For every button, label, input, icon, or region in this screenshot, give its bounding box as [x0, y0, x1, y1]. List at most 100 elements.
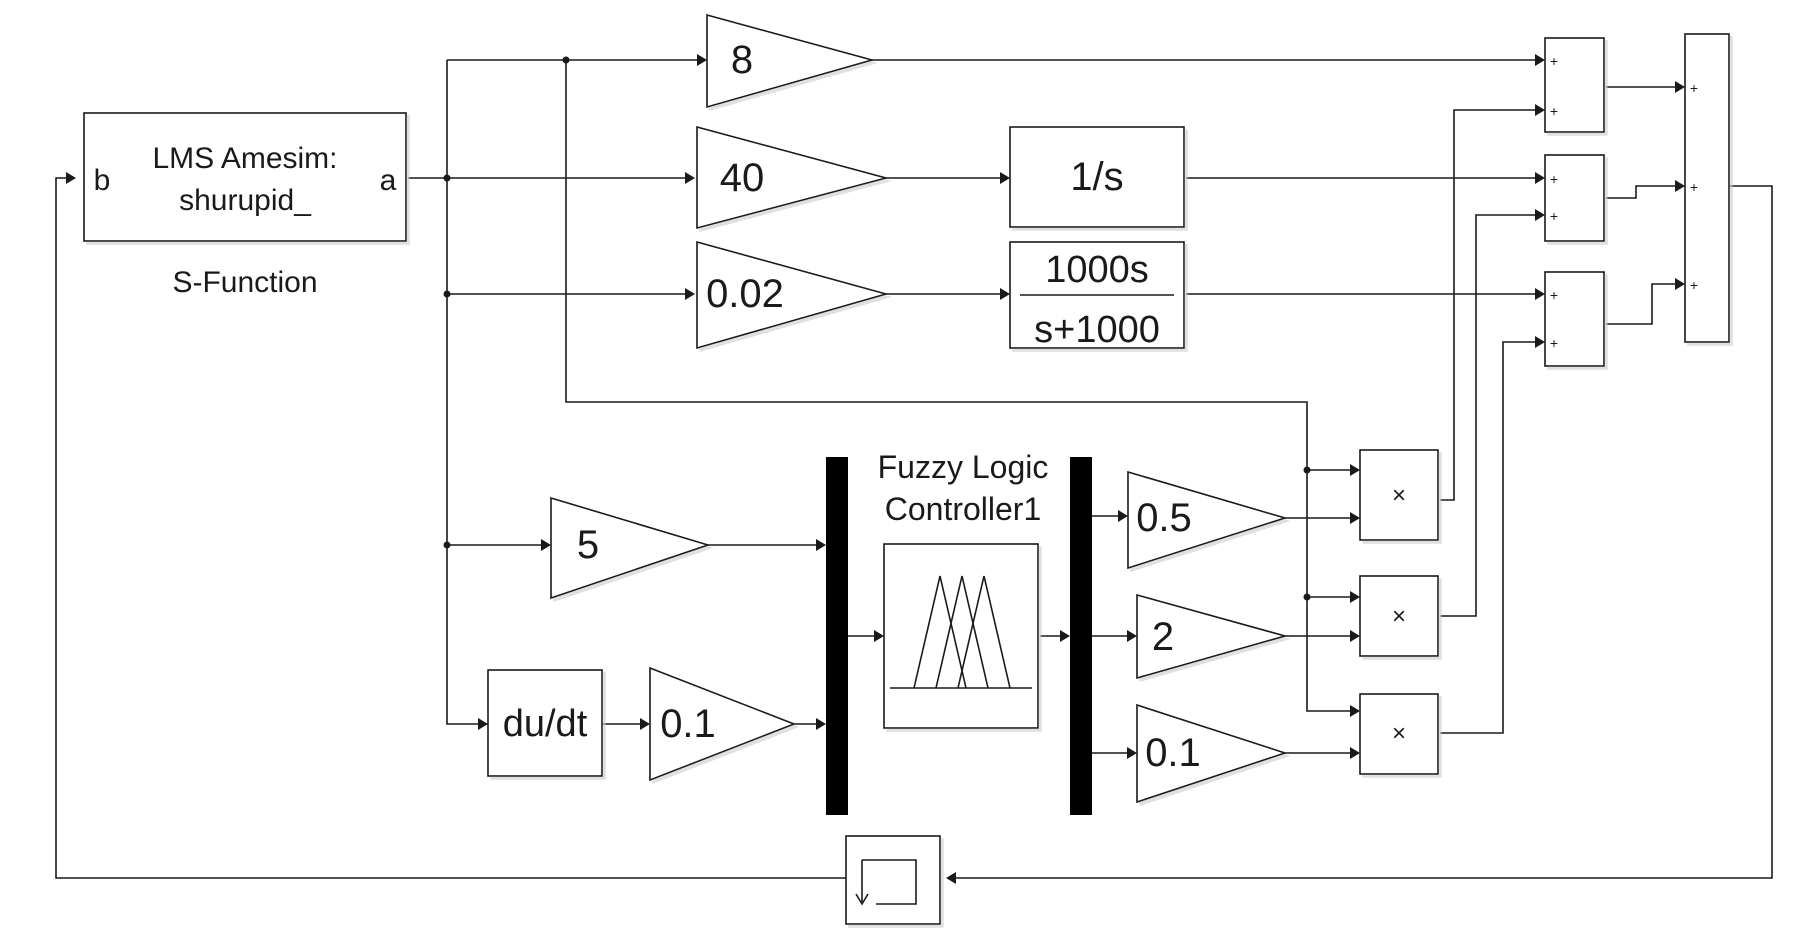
- arrowhead: [1350, 747, 1360, 759]
- sum-body[interactable]: [1684, 33, 1730, 343]
- sum-block-final[interactable]: + + +: [1684, 33, 1730, 343]
- transfer-function-block[interactable]: 1000s s+1000: [1009, 241, 1185, 351]
- derivative-body[interactable]: [487, 669, 603, 777]
- product-block-1[interactable]: ×: [1359, 449, 1439, 541]
- sum-block-2[interactable]: + +: [1544, 154, 1605, 242]
- arrowheads: [66, 54, 1685, 884]
- wire-branch-to-products: [565, 60, 1358, 712]
- gain-value: 0.02: [706, 272, 784, 316]
- derivative-block[interactable]: du/dt: [487, 669, 603, 777]
- arrowhead: [1535, 54, 1545, 66]
- product-block-2[interactable]: ×: [1359, 575, 1439, 657]
- gain-value: 0.1: [1145, 731, 1201, 775]
- product-symbol: ×: [1392, 720, 1406, 747]
- arrowhead: [816, 718, 826, 730]
- gain-triangle[interactable]: [696, 240, 889, 350]
- arrowhead: [1535, 288, 1545, 300]
- arrowhead: [1675, 180, 1685, 192]
- memory-icon: [855, 859, 917, 906]
- memory-body[interactable]: [845, 835, 941, 925]
- arrowhead: [66, 172, 76, 184]
- gain-block-002[interactable]: 0.02: [696, 240, 889, 350]
- s-function-port-out: a: [380, 164, 397, 197]
- s-function-body[interactable]: [83, 112, 407, 242]
- product-block-3[interactable]: ×: [1359, 693, 1439, 775]
- signal-lines: [55, 59, 1773, 879]
- junction-dot: [562, 56, 570, 64]
- gain-triangle[interactable]: [550, 496, 711, 600]
- gain-value: 2: [1152, 615, 1174, 659]
- gain-block-05[interactable]: 0.5: [1127, 470, 1288, 570]
- gain-value: 5: [577, 523, 599, 567]
- arrowhead: [1060, 630, 1070, 642]
- gain-triangle[interactable]: [1127, 470, 1288, 570]
- arrowhead: [1535, 209, 1545, 221]
- product-body[interactable]: [1359, 575, 1439, 657]
- wire-trunk-vertical: [446, 60, 488, 725]
- fuzzy-title-line1: Fuzzy Logic: [878, 449, 1049, 485]
- sum-body[interactable]: [1544, 271, 1605, 367]
- gain-triangle[interactable]: [649, 666, 797, 782]
- integrator-block[interactable]: 1/s: [1009, 126, 1185, 228]
- product-symbol: ×: [1392, 603, 1406, 630]
- mux-bar[interactable]: [826, 457, 848, 815]
- junction-dot: [443, 174, 451, 182]
- gain-triangle[interactable]: [1136, 593, 1288, 680]
- product-symbol: ×: [1392, 482, 1406, 509]
- fuzzy-body[interactable]: [883, 543, 1039, 729]
- arrowhead: [1675, 278, 1685, 290]
- junction-dot: [1303, 593, 1311, 601]
- sum-block-1[interactable]: + +: [1544, 37, 1605, 133]
- arrowhead: [1000, 288, 1010, 300]
- gain-block-01-input[interactable]: 0.1: [649, 666, 797, 782]
- transfer-function-numerator: 1000s: [1045, 249, 1149, 291]
- arrowhead: [685, 172, 695, 184]
- demux-bar[interactable]: [1070, 457, 1092, 815]
- s-function-name: shurupid_: [179, 184, 312, 217]
- arrowhead: [1118, 510, 1128, 522]
- fuzzy-logic-controller-block[interactable]: Fuzzy Logic Controller1: [878, 449, 1049, 729]
- gain-block-5[interactable]: 5: [550, 496, 711, 600]
- arrowhead: [874, 630, 884, 642]
- membership-functions-icon: [890, 575, 1032, 689]
- s-function-caption: S-Function: [172, 266, 317, 299]
- gain-triangle[interactable]: [696, 125, 890, 230]
- sum-sign: +: [1550, 171, 1558, 187]
- product-body[interactable]: [1359, 449, 1439, 541]
- junction-dot: [1303, 466, 1311, 474]
- arrowhead: [697, 54, 707, 66]
- sum-body[interactable]: [1544, 37, 1605, 133]
- gain-triangle[interactable]: [706, 13, 875, 109]
- membership-triangle: [913, 575, 967, 689]
- gain-value: 40: [720, 156, 765, 200]
- gain-block-40[interactable]: 40: [696, 125, 890, 230]
- arrowhead: [1535, 336, 1545, 348]
- memory-block[interactable]: [845, 835, 941, 925]
- s-function-block[interactable]: LMS Amesim: shurupid_ b a S-Function: [83, 112, 407, 299]
- s-function-title: LMS Amesim:: [152, 142, 337, 175]
- gain-block-2[interactable]: 2: [1136, 593, 1288, 680]
- wire-product2-sum2: [1440, 214, 1543, 617]
- s-function-port-in: b: [94, 164, 111, 197]
- derivative-label: du/dt: [503, 703, 588, 745]
- sum-block-3[interactable]: + +: [1544, 271, 1605, 367]
- sum-body[interactable]: [1544, 154, 1605, 242]
- sum-sign: +: [1550, 335, 1558, 351]
- arrowhead: [1535, 104, 1545, 116]
- arrowhead: [1000, 172, 1010, 184]
- arrowhead: [1350, 512, 1360, 524]
- integrator-body[interactable]: [1009, 126, 1185, 228]
- gain-value: 0.5: [1136, 496, 1192, 540]
- sum-sign: +: [1690, 80, 1698, 96]
- gain-block-01-output[interactable]: 0.1: [1136, 703, 1288, 804]
- sum-sign: +: [1690, 277, 1698, 293]
- memory-icon-path: [862, 859, 917, 905]
- sum-sign: +: [1550, 287, 1558, 303]
- gain-block-8[interactable]: 8: [706, 13, 875, 109]
- arrowhead: [816, 539, 826, 551]
- gain-triangle[interactable]: [1136, 703, 1288, 804]
- junction-dots: [443, 56, 1311, 601]
- junction-dot: [443, 290, 451, 298]
- product-body[interactable]: [1359, 693, 1439, 775]
- membership-triangle: [935, 575, 989, 689]
